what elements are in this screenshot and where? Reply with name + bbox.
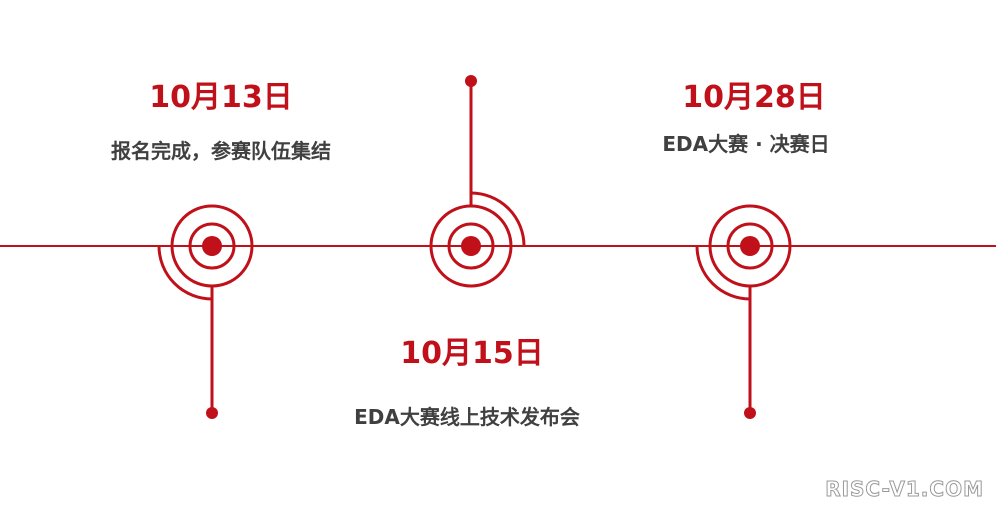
watermark-text: RISC-V1.COM bbox=[825, 477, 984, 502]
marker-core-dot bbox=[461, 236, 481, 256]
marker-inner-ring bbox=[726, 222, 774, 270]
event-2-description: EDA大赛线上技术发布会 bbox=[354, 405, 580, 429]
marker-arc bbox=[470, 191, 526, 247]
marker-stem-dot bbox=[465, 75, 477, 87]
marker-core-dot bbox=[202, 236, 222, 256]
marker-arc bbox=[157, 245, 213, 301]
marker-core-dot bbox=[740, 236, 760, 256]
event-3-date: 10月28日 bbox=[682, 80, 826, 115]
event-marker-1 bbox=[157, 204, 254, 419]
event-1-description: 报名完成，参赛队伍集结 bbox=[111, 139, 331, 163]
event-marker-3 bbox=[695, 204, 792, 419]
marker-stem-dot bbox=[206, 407, 218, 419]
event-1-date: 10月13日 bbox=[149, 80, 293, 115]
marker-stem-dot bbox=[744, 407, 756, 419]
marker-arc bbox=[695, 245, 751, 301]
event-marker-2 bbox=[429, 75, 526, 288]
event-3-description: EDA大赛 · 决赛日 bbox=[662, 132, 830, 156]
marker-inner-ring bbox=[447, 222, 495, 270]
marker-inner-ring bbox=[188, 222, 236, 270]
event-2-date: 10月15日 bbox=[400, 336, 544, 371]
